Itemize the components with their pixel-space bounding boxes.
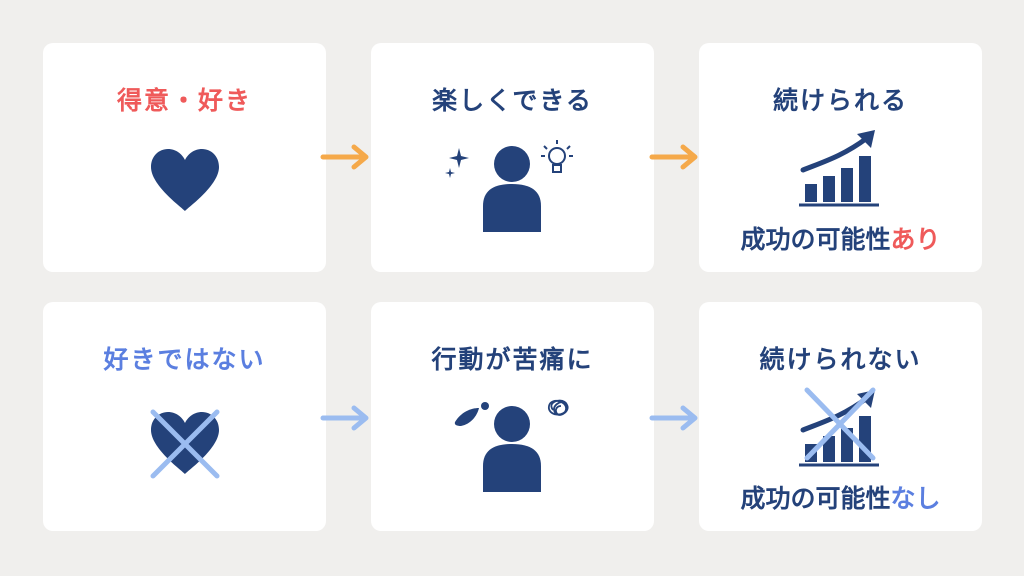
result-main: 成功の可能性: [740, 225, 891, 254]
card-can-continue: 続けられる 成功の可能性あり: [699, 43, 982, 272]
success-possibility-text: 成功の可能性あり: [699, 220, 982, 256]
card-title: 続けられない: [759, 345, 922, 374]
success-possibility-text: 成功の可能性なし: [699, 479, 982, 515]
growth-chart-icon: [799, 130, 879, 207]
card-dislike: 好きではない: [43, 302, 326, 531]
crossed-heart-icon: [150, 409, 220, 479]
arrow-right-icon: [649, 405, 698, 431]
arrow-right-icon: [320, 144, 369, 170]
card-action-painful: 行動が苦痛に: [371, 302, 654, 531]
person-sparkle-idea-icon: [445, 140, 573, 232]
card-title: 続けられる: [772, 86, 908, 115]
card-cannot-continue: 続けられない 成功の可能性なし: [699, 302, 982, 531]
card-title: 楽しくできる: [432, 86, 593, 115]
result-main: 成功の可能性: [740, 484, 891, 513]
crossed-growth-chart-icon: [799, 387, 879, 467]
result-accent: なし: [890, 484, 941, 513]
arrow-right-icon: [320, 405, 369, 431]
heart-icon: [151, 149, 219, 211]
card-good-at-like: 得意・好き: [43, 43, 326, 272]
result-accent: あり: [890, 225, 941, 254]
card-title: 行動が苦痛に: [431, 345, 594, 374]
card-title: 得意・好き: [116, 86, 252, 115]
card-enjoyable: 楽しくできる: [371, 43, 654, 272]
person-sweat-stress-icon: [454, 399, 569, 492]
arrow-right-icon: [649, 144, 698, 170]
card-title: 好きではない: [103, 345, 266, 374]
